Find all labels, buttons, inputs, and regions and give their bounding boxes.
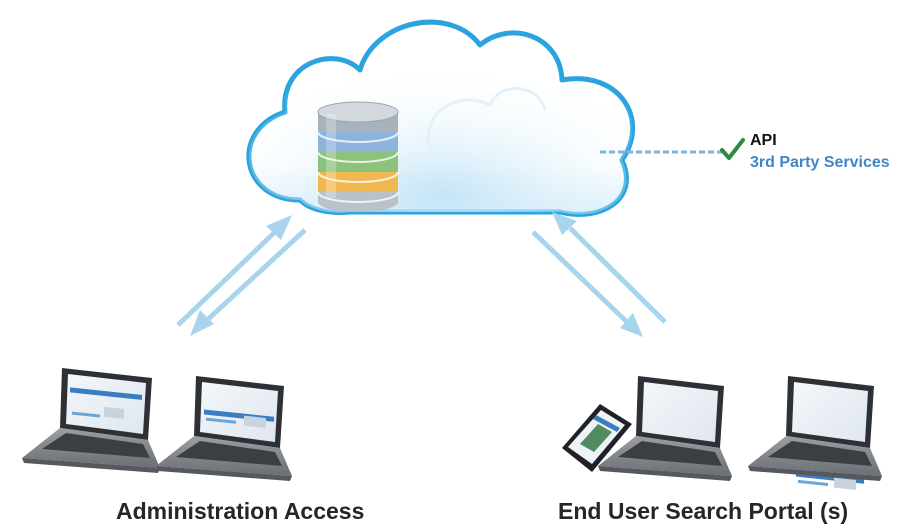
admin-download-arrow [203,228,307,324]
portal-sync-arrows [531,212,667,337]
admin-upload-arrow [176,230,277,327]
administration-access-label: Administration Access [116,498,365,524]
laptop-icon [598,376,732,481]
portal-upload-arrow [568,226,667,324]
laptop-icon [748,376,882,490]
check-icon [720,138,745,160]
tablet-icon [562,404,632,472]
cloud-icon [246,19,635,217]
laptop-icon [22,368,160,473]
api-label: API [750,132,777,149]
admin-sync-arrows [176,215,307,336]
portal-download-arrow [531,230,629,324]
laptop-icon [156,376,292,481]
database-icon [317,101,399,212]
end-user-search-portal-label: End User Search Portal (s) [558,498,849,524]
third-party-services-label: 3rd Party Services [750,154,890,171]
